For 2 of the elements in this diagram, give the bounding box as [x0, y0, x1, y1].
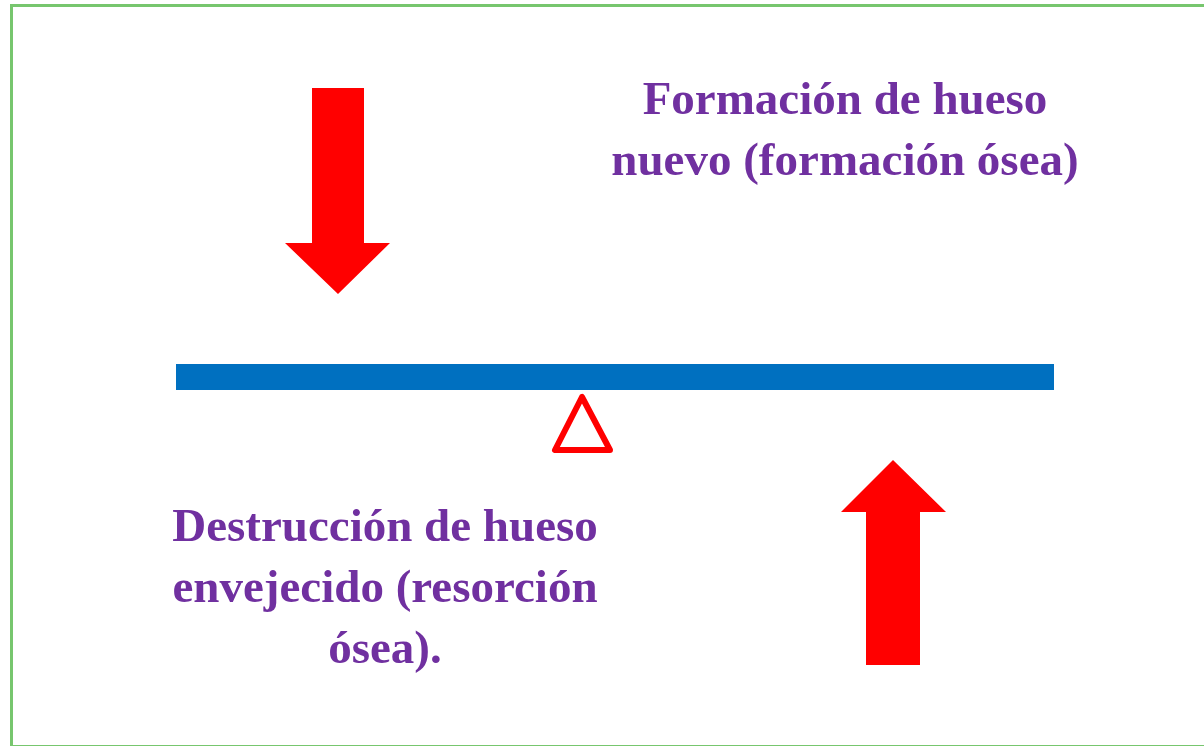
caption-text: Destrucción de hueso envejecido (resorción ósea).: [171, 498, 599, 675]
caption-text: Formación de hueso nuevo (formación ósea): [610, 71, 1080, 187]
